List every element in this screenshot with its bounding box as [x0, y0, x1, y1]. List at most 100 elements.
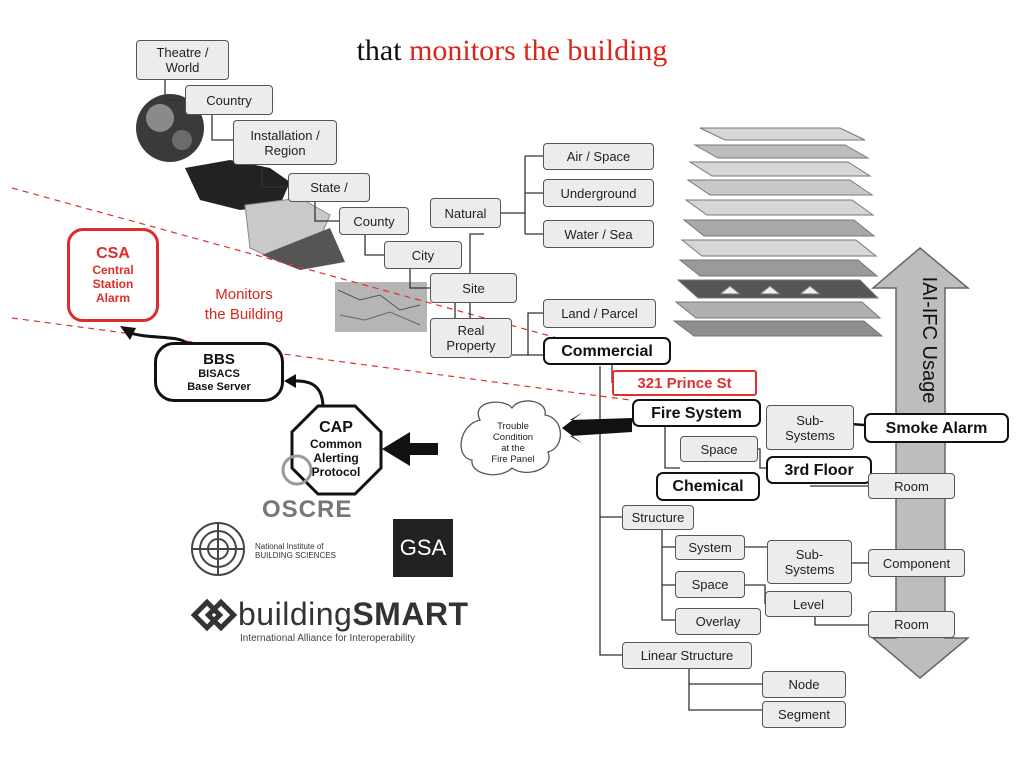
theatre-line1: Theatre / [156, 45, 209, 60]
gsa-logo: GSA [393, 519, 453, 577]
site-label: Site [462, 280, 485, 296]
node-fire-system: Fire System [632, 399, 761, 427]
iai-ifc-usage-label: IAI-IFC Usage [918, 276, 940, 404]
cap-line1: Common [310, 437, 362, 451]
segment-label: Segment [777, 707, 831, 722]
node-label: Node [788, 677, 820, 692]
real-property-line2: Property [446, 338, 496, 353]
trouble-cloud [460, 400, 561, 476]
chemical-label: Chemical [672, 478, 744, 495]
slide-title: that monitors the building [0, 34, 1024, 68]
nibs-logo-text: National Institute of BUILDING SCIENCES [255, 542, 336, 560]
system-label: System [688, 540, 732, 555]
node-installation-region: Installation /Region [233, 120, 337, 165]
cap-abbr: CAP [319, 419, 353, 436]
bbs-line2: Base Server [187, 380, 251, 393]
node-site: Site [430, 273, 517, 303]
bbs-abbr: BBS [203, 350, 235, 368]
third-floor-label: 3rd Floor [784, 461, 854, 479]
component-label: Component [882, 555, 951, 571]
sub-systems-1-line1: Sub- [796, 412, 824, 428]
node-state: State / [288, 173, 370, 202]
dashed-monitor-lines [11, 187, 631, 401]
csa-line2: Station [92, 277, 134, 291]
country-label: Country [206, 92, 252, 108]
node-county: County [339, 207, 409, 235]
buildingsmart-logo: buildingSMART [238, 596, 469, 633]
cap-octagon [290, 404, 383, 496]
layer-stack-illustration [672, 127, 884, 337]
csa-abbr: CSA [96, 245, 130, 262]
node-overlay: Overlay [675, 608, 761, 635]
monitors-line2: the Building [204, 306, 284, 323]
node-commercial: Commercial [543, 337, 671, 365]
bsmart-light: building [238, 596, 353, 632]
trouble-line2: Condition [492, 432, 534, 443]
sub-systems-2-line2: Systems [784, 562, 835, 577]
monitors-the-building-label: Monitors the Building [186, 285, 302, 325]
trouble-line4: Fire Panel [491, 454, 535, 465]
node-3rd-floor: 3rd Floor [766, 456, 872, 484]
address-label: 321 Prince St [637, 374, 732, 392]
node-room-1: Room [868, 473, 955, 499]
nibs-line2: BUILDING SCIENCES [255, 551, 336, 560]
cap-line3: Protocol [311, 465, 361, 479]
node-air-space: Air / Space [543, 143, 654, 170]
node-city: City [384, 241, 462, 269]
space-1-label: Space [700, 441, 738, 457]
bbs-base-server: BBS BISACS Base Server [154, 342, 284, 402]
real-property-line1: Real [457, 323, 485, 338]
land-parcel-label: Land / Parcel [561, 306, 638, 321]
sub-systems-2-line1: Sub- [795, 547, 824, 562]
globe-map-illustration [136, 94, 427, 332]
county-label: County [353, 213, 395, 229]
sub-systems-1-line2: Systems [785, 427, 835, 443]
bsmart-bold: SMART [352, 596, 469, 632]
node-linear-structure: Linear Structure [622, 642, 752, 669]
nibs-line1: National Institute of [255, 542, 324, 551]
oscre-logo: OSCRE [262, 496, 353, 523]
node-space-1: Space [680, 436, 758, 462]
space-2-label: Space [691, 577, 729, 592]
installation-line2: Region [264, 142, 306, 158]
cap-line2: Alerting [313, 451, 359, 465]
overlay-label: Overlay [695, 614, 741, 629]
cap-common-alerting-protocol: CAP Common Alerting Protocol [291, 404, 381, 494]
nibs-logo-mark [191, 522, 245, 576]
node-theatre-world: Theatre /World [136, 40, 229, 80]
room-1-label: Room [894, 478, 929, 494]
trouble-line3: at the [501, 443, 525, 454]
trouble-line1: Trouble [497, 421, 529, 432]
natural-label: Natural [444, 205, 487, 221]
node-land-parcel: Land / Parcel [543, 299, 656, 328]
node-chemical: Chemical [656, 472, 760, 501]
linear-structure-label: Linear Structure [640, 648, 734, 663]
node-sub-systems-2: Sub-Systems [767, 540, 852, 584]
trouble-condition-label: Trouble Condition at the Fire Panel [466, 410, 560, 476]
structure-label: Structure [631, 510, 685, 525]
underground-label: Underground [560, 185, 637, 201]
level-label: Level [792, 596, 825, 612]
smoke-alarm-label: Smoke Alarm [885, 419, 988, 437]
theatre-line2: World [165, 60, 200, 75]
node-natural: Natural [430, 198, 501, 228]
node-structure: Structure [622, 505, 694, 530]
oscre-icon [281, 454, 313, 486]
installation-line1: Installation / [250, 127, 320, 143]
buildingsmart-tagline: International Alliance for Interoperabil… [240, 633, 416, 644]
node-underground: Underground [543, 179, 654, 207]
node-room-2: Room [868, 611, 955, 638]
node-smoke-alarm: Smoke Alarm [864, 413, 1009, 443]
city-label: City [411, 247, 435, 263]
commercial-label: Commercial [561, 342, 653, 360]
csa-line1: Central [92, 263, 134, 277]
node-water-sea: Water / Sea [543, 220, 654, 248]
fire-system-label: Fire System [651, 404, 742, 422]
title-highlight: monitors the building [409, 34, 668, 67]
node-system: System [675, 535, 745, 560]
node-country: Country [185, 85, 273, 115]
node-sub-systems-1: Sub-Systems [766, 405, 854, 450]
water-sea-label: Water / Sea [564, 226, 633, 242]
node-address: 321 Prince St [612, 370, 757, 396]
